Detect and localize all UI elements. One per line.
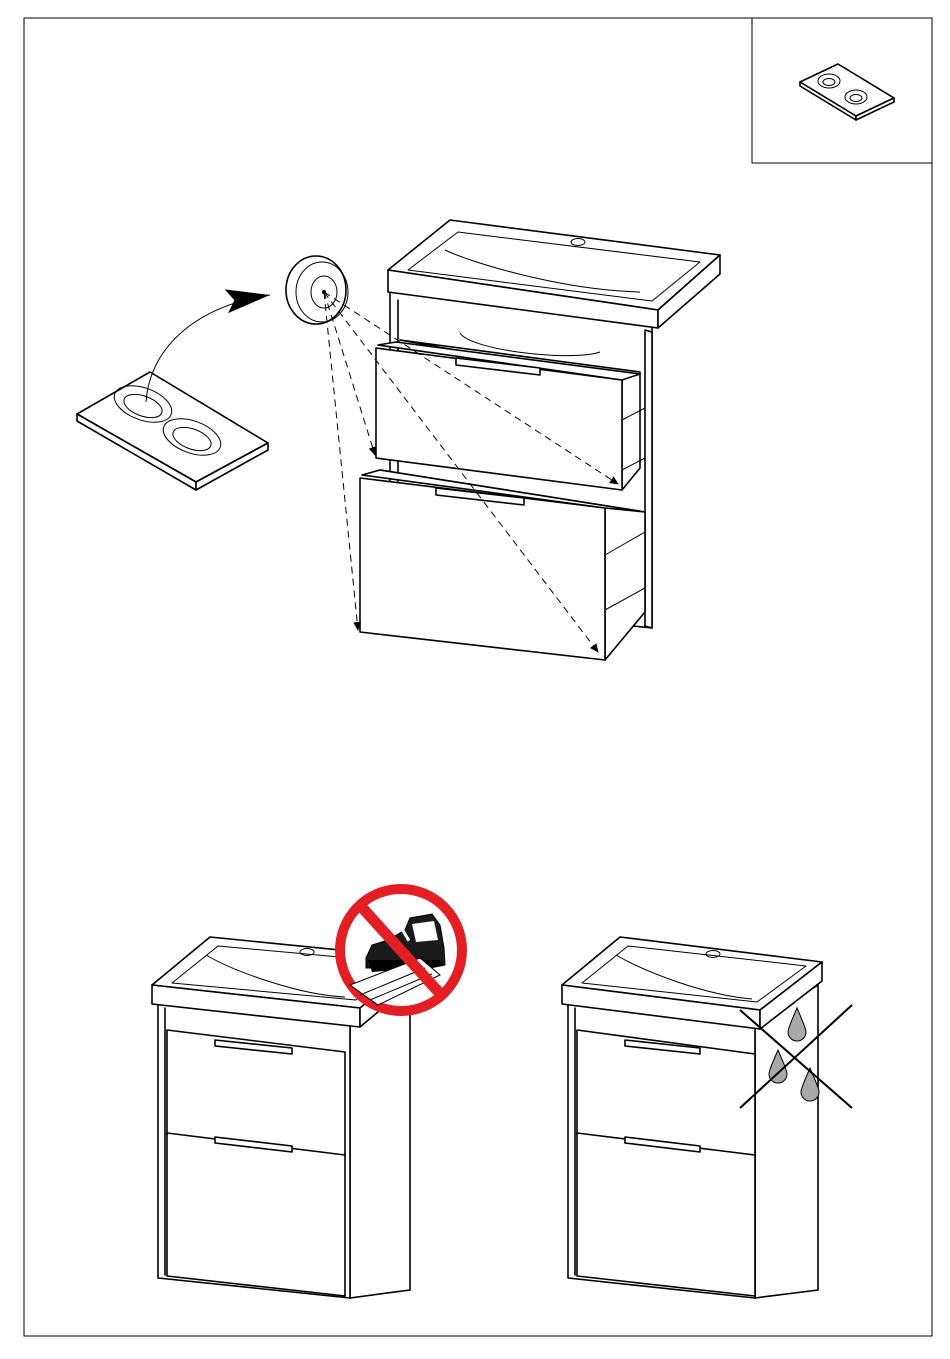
warning-keep-dry (562, 937, 852, 1298)
guide-top-drawer-left (324, 292, 375, 455)
parts-box (752, 18, 932, 163)
step-warnings (152, 889, 852, 1298)
vanity-unit-icon (562, 937, 822, 1298)
guide-bottom-drawer-left (324, 292, 358, 630)
bumper-pad-sheet-icon (800, 64, 894, 120)
vanity-unit-open (360, 220, 720, 660)
bumper-pad-sheet (77, 372, 268, 490)
warning-no-stepping (152, 889, 462, 1298)
step-attach-bumpers (77, 220, 720, 660)
no-stepping-icon (340, 889, 462, 1011)
bumper-pad-icon (286, 256, 348, 324)
